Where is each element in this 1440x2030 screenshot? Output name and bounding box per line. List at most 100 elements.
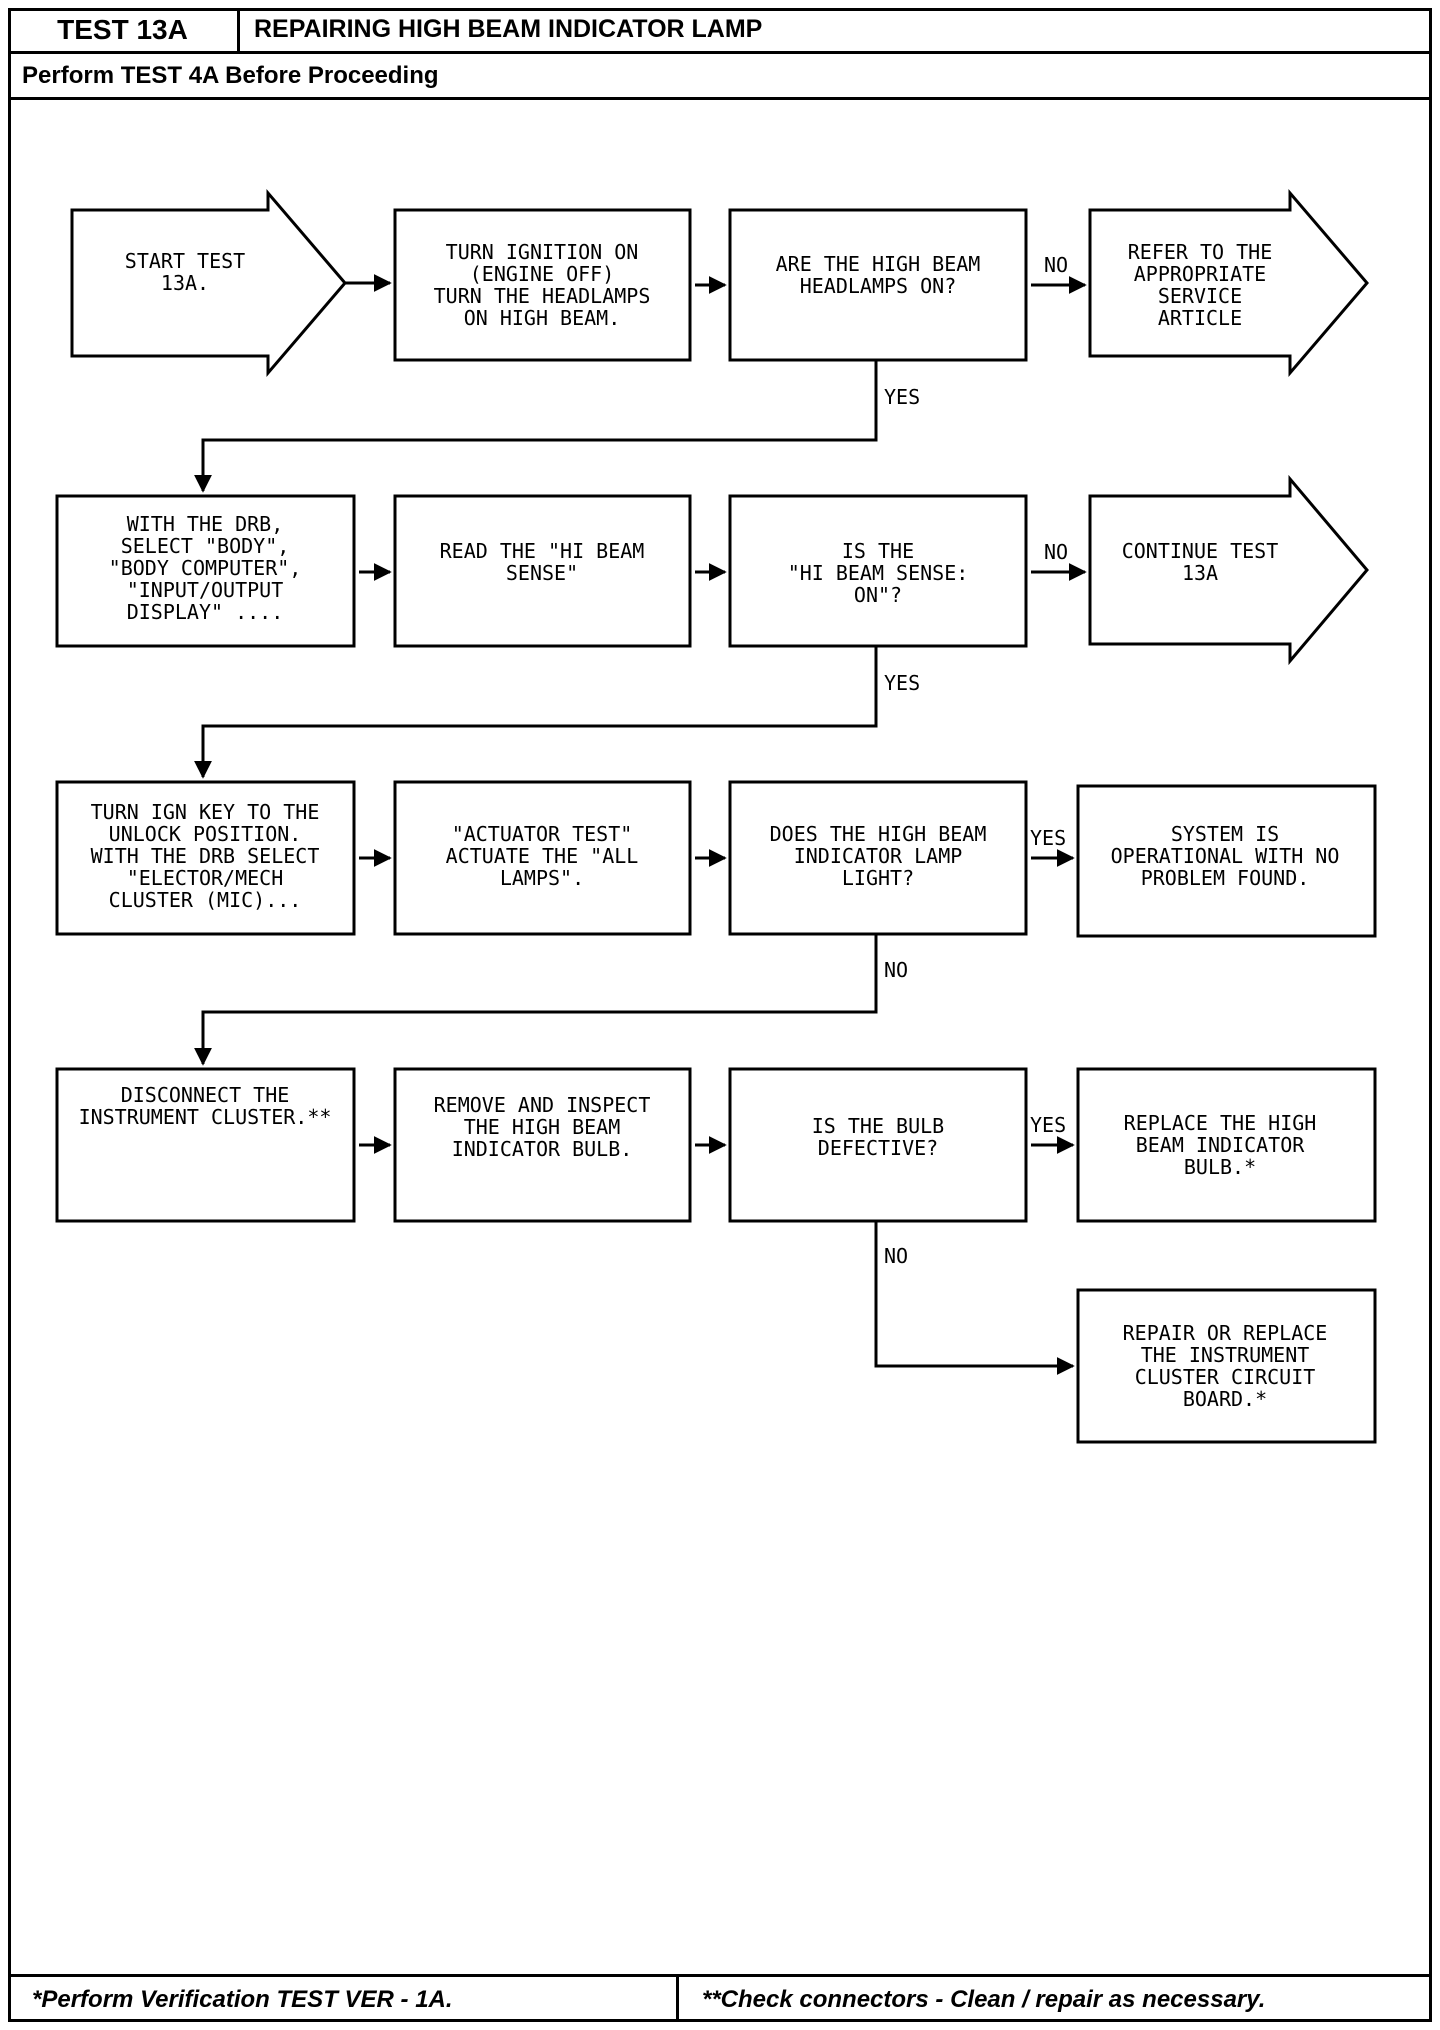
node-text-line: START TEST	[125, 249, 245, 273]
node-text-line: REFER TO THE	[1128, 240, 1273, 264]
node-text-line: SELECT "BODY",	[121, 534, 290, 558]
page-title: REPAIRING HIGH BEAM INDICATOR LAMP	[254, 15, 763, 43]
node-text-line: WITH THE DRB SELECT	[91, 844, 320, 868]
label-no-4: NO	[884, 1244, 908, 1268]
node-text-line: "ACTUATOR TEST"	[452, 822, 633, 846]
node-text-line: TURN IGNITION ON	[446, 240, 639, 264]
label-no-3: NO	[884, 958, 908, 982]
node-text-line: INDICATOR BULB.	[452, 1137, 633, 1161]
node-text-line: OPERATIONAL WITH NO	[1111, 844, 1340, 868]
bulb-decision	[728, 1067, 1028, 1223]
footer-note-verification: *Perform Verification TEST VER - 1A.	[32, 1986, 453, 2013]
footer-divider	[676, 1977, 679, 2022]
node-text-line: CLUSTER CIRCUIT	[1135, 1365, 1316, 1389]
label-yes-3: YES	[1030, 826, 1066, 850]
sense-decision-text: IS THE"HI BEAM SENSE:ON"?	[788, 539, 969, 607]
node-text-line: DISCONNECT THE	[121, 1083, 290, 1107]
node-text-line: "INPUT/OUTPUT	[127, 578, 284, 602]
node-text-line: HEADLAMPS ON?	[800, 274, 957, 298]
header-row: TEST 13A REPAIRING HIGH BEAM INDICATOR L…	[8, 8, 1432, 54]
drb-select-text: WITH THE DRB,SELECT "BODY","BODY COMPUTE…	[109, 512, 302, 624]
node-text-line: APPROPRIATE	[1134, 262, 1266, 286]
node-text-line: (ENGINE OFF)	[470, 262, 615, 286]
label-no-2: NO	[1044, 540, 1068, 564]
node-text-line: DISPLAY" ....	[127, 600, 284, 624]
node-text-line: DOES THE HIGH BEAM	[770, 822, 987, 846]
system-ok-result	[1076, 784, 1377, 938]
test-id: TEST 13A	[8, 8, 240, 51]
node-text-line: REMOVE AND INSPECT	[434, 1093, 651, 1117]
node-text-line: SERVICE	[1158, 284, 1242, 308]
page-frame	[8, 8, 1432, 2022]
node-text-line: IS THE BULB	[812, 1114, 944, 1138]
drb-select-step	[55, 494, 356, 648]
ign-key-step	[55, 780, 356, 936]
node-text-line: 13A	[1182, 561, 1218, 585]
node-text-line: INDICATOR LAMP	[794, 844, 963, 868]
inspect-step	[393, 1067, 692, 1223]
node-text-line: 13A.	[161, 271, 209, 295]
arrow-no-to-disconnect	[194, 934, 878, 1066]
label-no-1: NO	[1044, 253, 1068, 277]
disconnect-step	[55, 1067, 356, 1223]
read-sense-step	[393, 494, 692, 648]
node-text-line: SENSE"	[506, 561, 578, 585]
node-text-line: REPAIR OR REPLACE	[1123, 1321, 1328, 1345]
ignition-text: TURN IGNITION ON(ENGINE OFF)TURN THE HEA…	[434, 240, 651, 330]
node-text-line: SYSTEM IS	[1171, 822, 1279, 846]
node-text-line: IS THE	[842, 539, 914, 563]
node-text-line: BOARD.*	[1183, 1387, 1267, 1411]
node-text-line: REPLACE THE HIGH	[1124, 1111, 1317, 1135]
node-text-line: CLUSTER (MIC)...	[109, 888, 302, 912]
label-yes-1: YES	[884, 385, 920, 409]
repair-board-result	[1076, 1288, 1377, 1444]
node-text-line: ACTUATE THE "ALL	[446, 844, 639, 868]
node-text-line: TURN IGN KEY TO THE	[91, 800, 320, 824]
label-yes-4: YES	[1030, 1113, 1066, 1137]
node-text-line: PROBLEM FOUND.	[1141, 866, 1310, 890]
node-text-line: THE HIGH BEAM	[464, 1115, 621, 1139]
node-text-line: WITH THE DRB,	[127, 512, 284, 536]
headlamps-decision	[728, 208, 1028, 362]
node-text-line: TURN THE HEADLAMPS	[434, 284, 651, 308]
node-text-line: BEAM INDICATOR	[1136, 1133, 1306, 1157]
node-text-line: LAMPS".	[500, 866, 584, 890]
start-node	[70, 188, 347, 378]
indicator-decision	[728, 780, 1028, 936]
actuator-step	[393, 780, 692, 936]
node-text-line: THE INSTRUMENT	[1141, 1343, 1310, 1367]
node-text-line: ON HIGH BEAM.	[464, 306, 621, 330]
node-text-line: "BODY COMPUTER",	[109, 556, 302, 580]
node-text-line: ON"?	[854, 583, 902, 607]
node-text-line: INSTRUMENT CLUSTER.**	[79, 1105, 332, 1129]
node-text-line: DEFECTIVE?	[818, 1136, 938, 1160]
node-text-line: "ELECTOR/MECH	[127, 866, 284, 890]
replace-bulb-result	[1076, 1067, 1377, 1223]
node-text-line: ARTICLE	[1158, 306, 1242, 330]
node-text-line: LIGHT?	[842, 866, 914, 890]
refer-node	[1088, 188, 1369, 378]
arrow-yes-to-drb	[194, 360, 878, 493]
node-text-line: "HI BEAM SENSE:	[788, 561, 969, 585]
label-yes-2: YES	[884, 671, 920, 695]
node-text-line: ARE THE HIGH BEAM	[776, 252, 981, 276]
ignition-step	[393, 208, 692, 362]
sense-decision	[728, 494, 1028, 648]
page-subtitle: Perform TEST 4A Before Proceeding	[22, 62, 439, 89]
node-text-line: CONTINUE TEST	[1122, 539, 1279, 563]
node-text-line: UNLOCK POSITION.	[109, 822, 302, 846]
